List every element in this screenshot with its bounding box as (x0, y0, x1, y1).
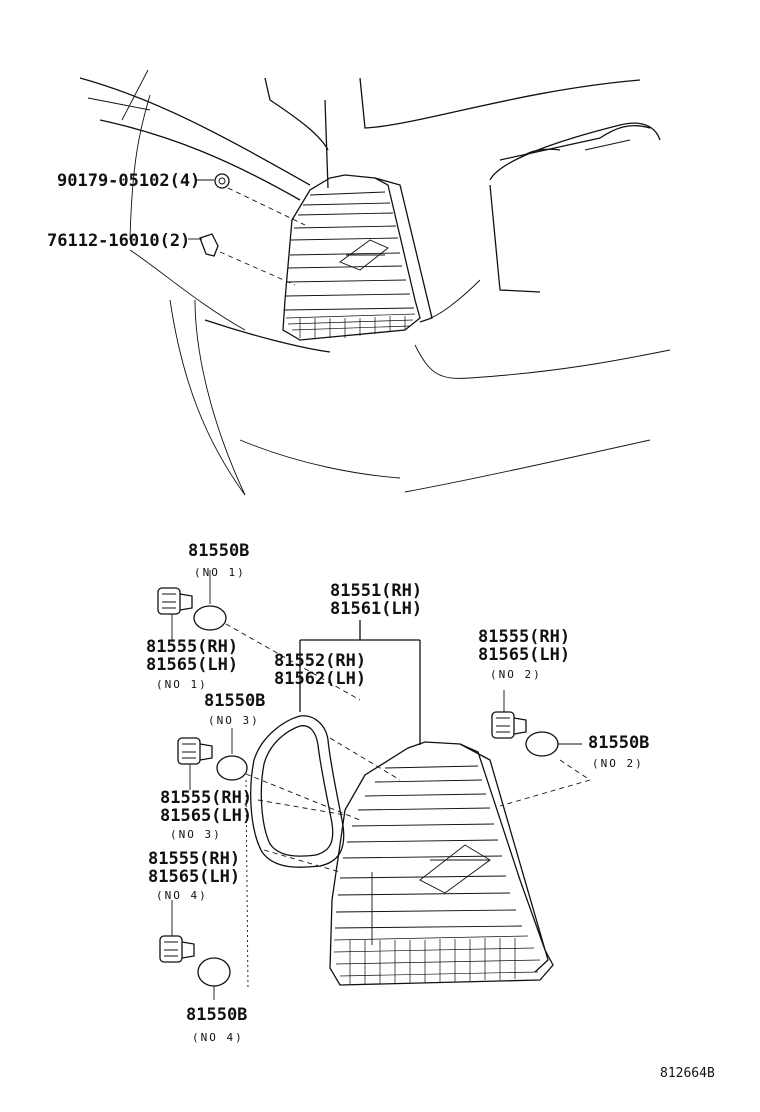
bulb-no3-note: (NO 3) (208, 714, 260, 727)
gasket-drawing (250, 715, 345, 868)
gasket-number-rh: 81552(RH) (274, 651, 366, 671)
lens-number-lh: 81561(LH) (330, 599, 422, 619)
clip-part-label: 76112-16010(2) (47, 231, 190, 251)
bulb-no1-note: (NO 1) (194, 566, 246, 579)
bulb-no2-drawing (499, 731, 591, 807)
socket-no4-number-lh: 81565(LH) (148, 867, 240, 887)
tail-lamp-installed (282, 174, 433, 341)
socket-no4-note: (NO 4) (156, 889, 208, 902)
socket-no4-drawing (159, 900, 195, 963)
nut-fastener (196, 173, 306, 226)
socket-no4-number-rh: 81555(RH) (148, 849, 240, 869)
nut-part-label: 90179-05102(4) (57, 171, 200, 191)
bulb-no4-number: 81550B (186, 1005, 247, 1025)
socket-no1-drawing (157, 587, 193, 640)
socket-no1-number-lh: 81565(LH) (146, 655, 238, 675)
socket-no1-note: (NO 1) (156, 678, 208, 691)
bulb-no3-drawing (216, 728, 361, 821)
socket-no3-note: (NO 3) (170, 828, 222, 841)
lens-number-rh: 81551(RH) (330, 581, 422, 601)
bulb-no3-number: 81550B (204, 691, 265, 711)
bulb-no4-drawing (197, 779, 249, 1000)
socket-no3-number-lh: 81565(LH) (160, 806, 252, 826)
lens-assembly-drawing (329, 640, 554, 986)
vehicle-rear-body (79, 69, 671, 496)
socket-no2-drawing (491, 690, 527, 739)
reference-code: 812664B (660, 1066, 715, 1081)
bulb-no1-number: 81550B (188, 541, 249, 561)
socket-no2-number-rh: 81555(RH) (478, 627, 570, 647)
socket-no3-number-rh: 81555(RH) (160, 788, 252, 808)
clip-fastener (188, 233, 296, 286)
bulb-no2-note: (NO 2) (592, 757, 644, 770)
socket-no1-number-rh: 81555(RH) (146, 637, 238, 657)
socket-no2-number-lh: 81565(LH) (478, 645, 570, 665)
bulb-no4-note: (NO 4) (192, 1031, 244, 1044)
socket-no2-note: (NO 2) (490, 668, 542, 681)
gasket-number-lh: 81562(LH) (274, 669, 366, 689)
leader-lines (257, 620, 420, 873)
socket-no3-drawing (177, 737, 213, 790)
bulb-no1-drawing (193, 570, 361, 701)
bulb-no2-number: 81550B (588, 733, 649, 753)
